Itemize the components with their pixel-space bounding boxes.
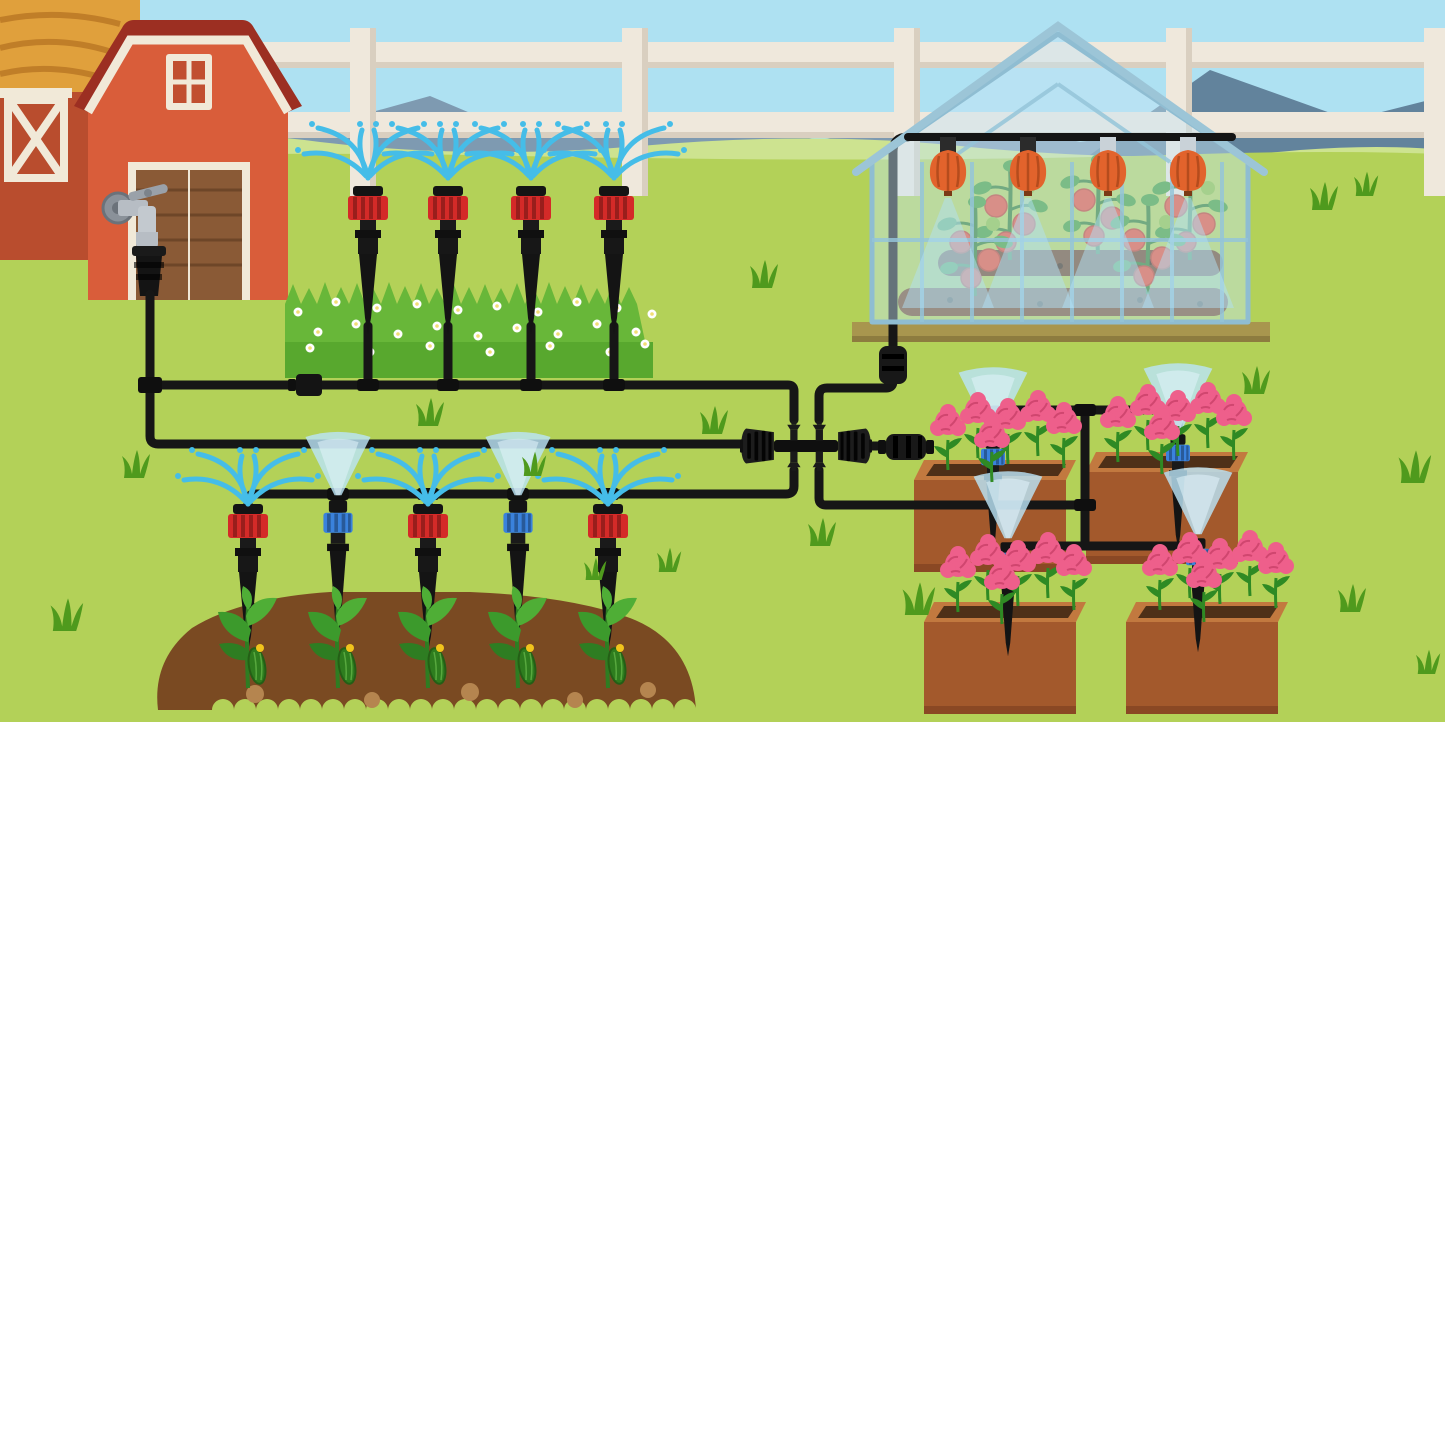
barn-window	[166, 54, 212, 110]
red-barn	[0, 0, 302, 300]
outdoor-faucet	[101, 184, 168, 296]
farm-scene-illustration	[0, 0, 1445, 722]
greenhouse-misters	[902, 133, 1236, 308]
barrel-coupler	[879, 346, 907, 384]
barrel-coupler	[878, 434, 934, 460]
orange-nozzles	[929, 150, 1207, 196]
planter-box	[1126, 602, 1288, 714]
faucet-adapter	[132, 246, 166, 296]
kit-parts-area	[0, 722, 1445, 1445]
planter-box	[924, 602, 1086, 714]
wildflower-bed	[285, 282, 657, 378]
end-plug-fitting	[288, 374, 322, 396]
mist-cones	[902, 198, 1234, 308]
tubing-fittings	[138, 346, 1096, 511]
